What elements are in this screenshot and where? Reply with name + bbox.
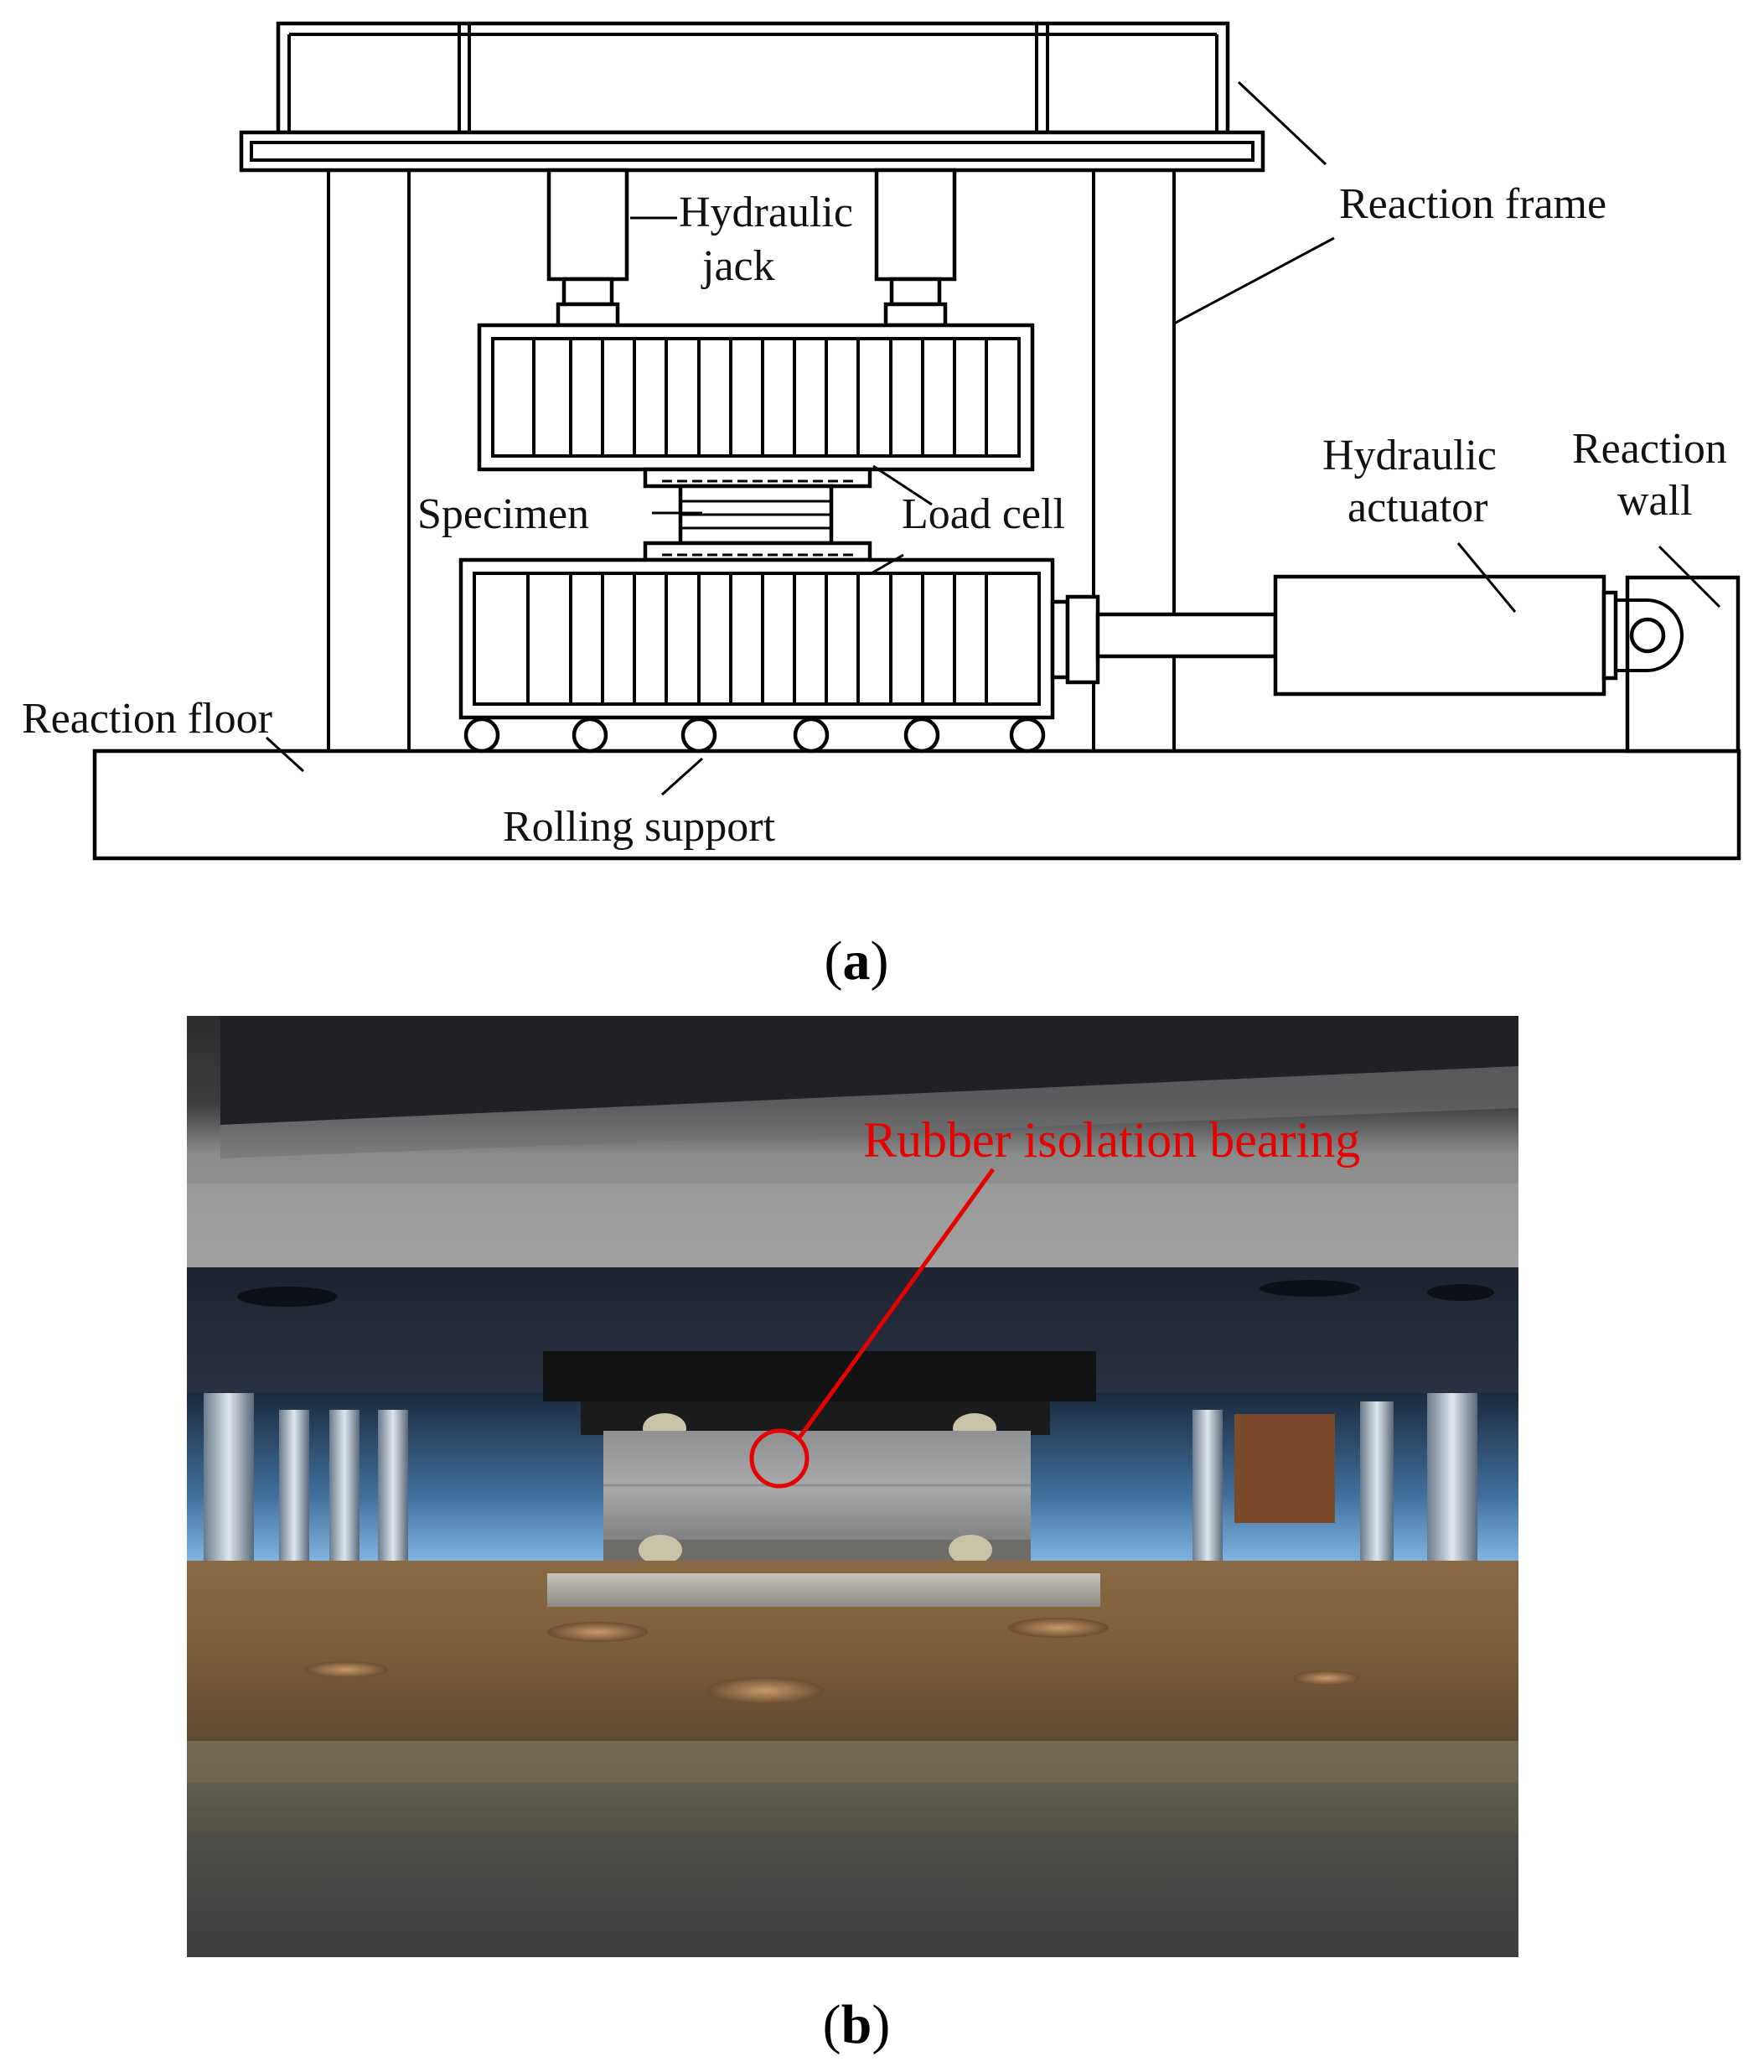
upper-load-cell: [643, 467, 872, 489]
upper-loading-beam: [477, 323, 1035, 472]
hydraulic-jacks: [546, 168, 957, 328]
label-reaction-frame: Reaction frame: [1339, 180, 1606, 228]
label-hydraulic-actuator-line2: actuator: [1348, 484, 1487, 531]
label-rubber-isolation-bearing: Rubber isolation bearing: [863, 1112, 1360, 1168]
hydraulic-actuator: [1273, 574, 1618, 697]
label-reaction-wall-line1: Reaction: [1572, 425, 1727, 473]
rolling-support-rollers: [463, 717, 1046, 754]
reaction-wall: [1614, 575, 1741, 754]
label-hydraulic-jack-line2: jack: [701, 242, 775, 290]
label-specimen: Specimen: [417, 490, 589, 538]
label-hydraulic-jack-line1: Hydraulic: [679, 189, 853, 236]
label-reaction-floor: Reaction floor: [22, 695, 272, 743]
lower-loading-beam: [458, 557, 1055, 720]
label-load-cell: Load cell: [902, 490, 1065, 538]
panel-a-schematic: Reaction frame Hydraulic jack Specimen L…: [22, 21, 1741, 861]
bearing-marker-circle: [749, 1428, 810, 1489]
bearing-leader-line: [797, 1168, 996, 1439]
panel-a-labels: Reaction frame Hydraulic jack Specimen L…: [22, 180, 1727, 851]
reaction-floor: [92, 749, 1741, 861]
panel-b-photo: Rubber isolation bearing: [187, 1016, 1518, 1957]
label-reaction-wall-line2: wall: [1617, 477, 1693, 525]
actuator-connector: [1050, 594, 1278, 685]
caption-a: (a): [825, 930, 889, 992]
label-rolling-support: Rolling support: [503, 803, 776, 851]
specimen-bearing: [678, 484, 834, 546]
caption-b: (b): [823, 1994, 891, 2055]
bearing-annotation: Rubber isolation bearing: [749, 1112, 1360, 1489]
label-hydraulic-actuator-line1: Hydraulic: [1322, 432, 1497, 479]
leader-lines: [265, 80, 1721, 796]
reaction-frame-top-beam: [239, 21, 1265, 173]
lower-load-cell: [643, 541, 872, 562]
